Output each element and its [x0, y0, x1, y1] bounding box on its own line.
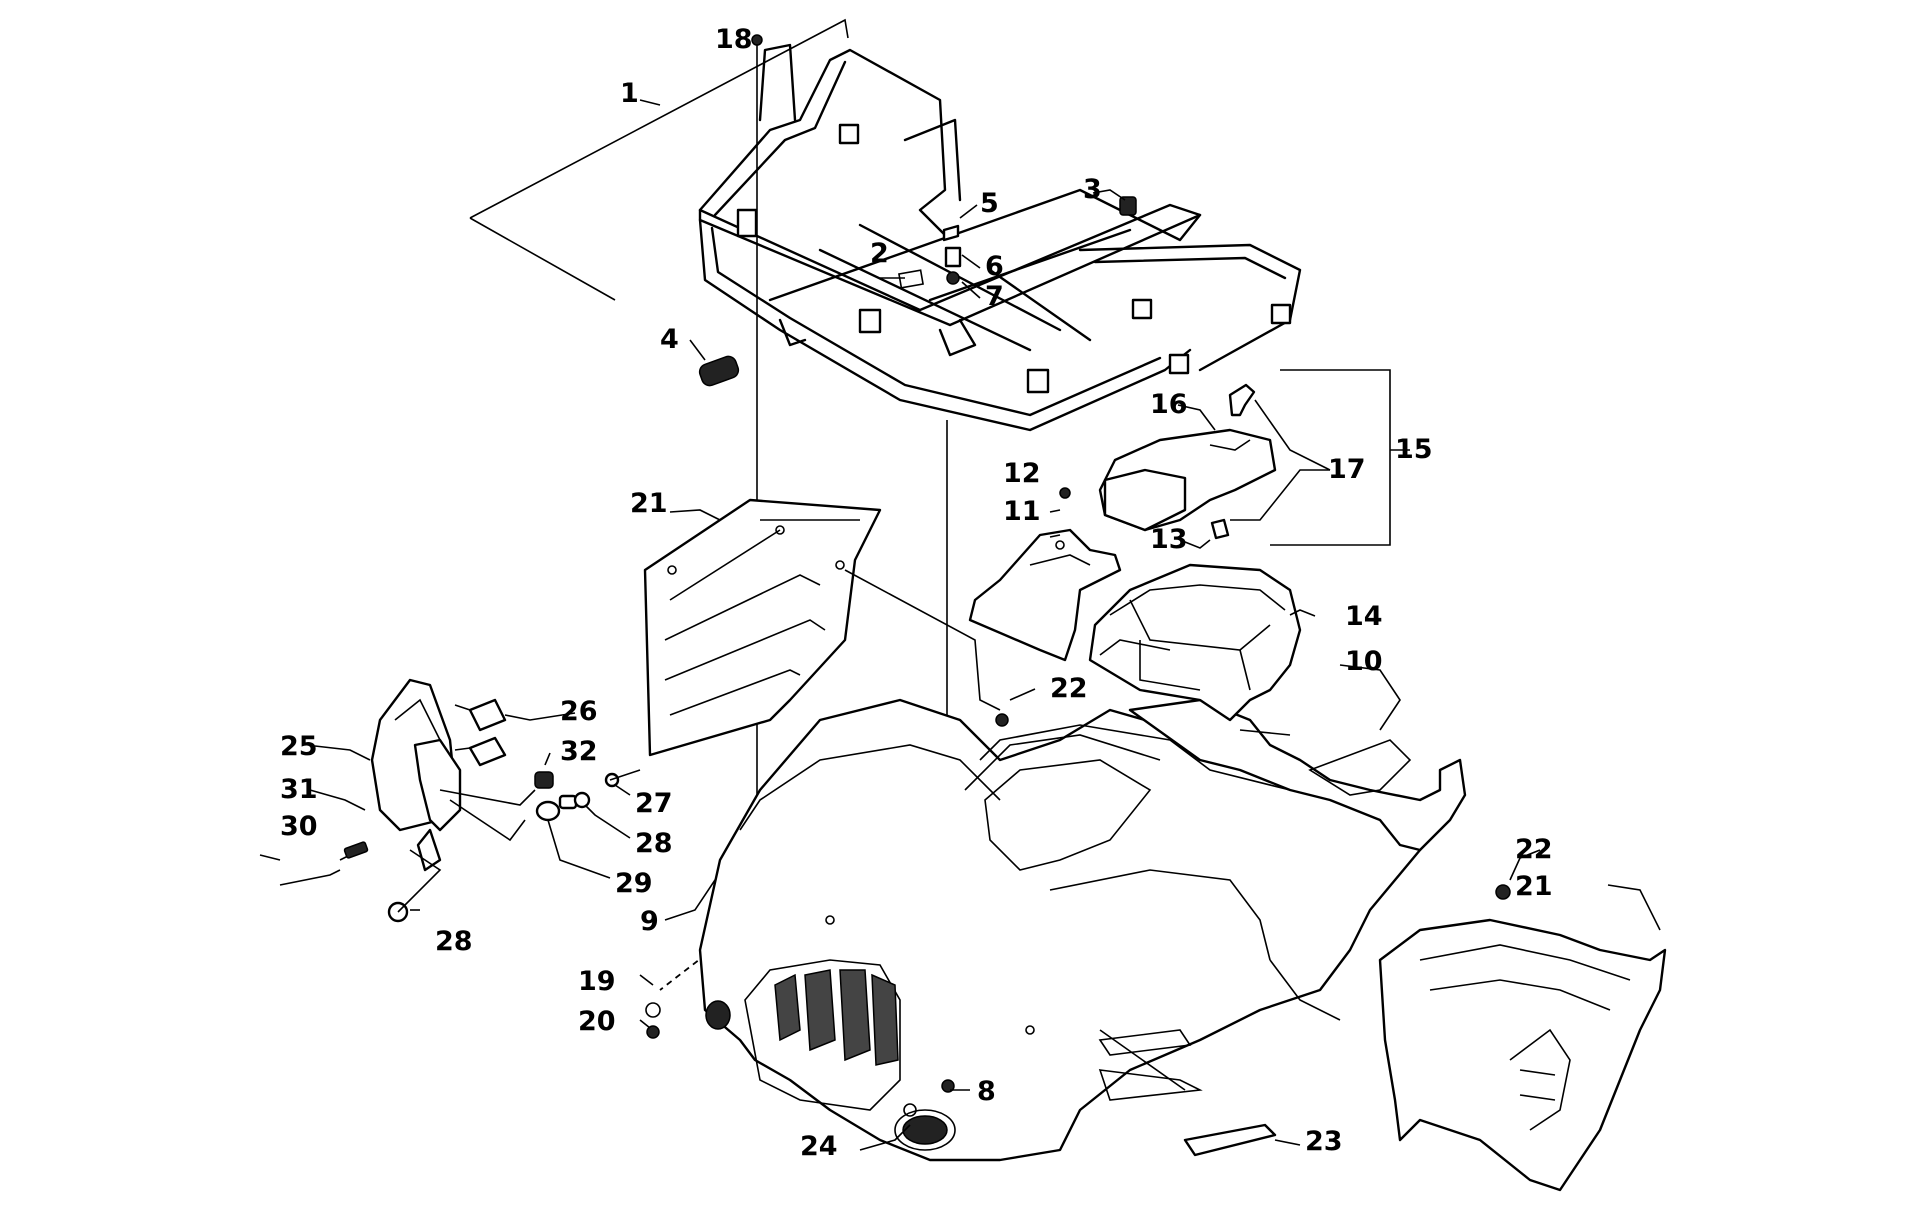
callout-2: 2: [870, 238, 889, 269]
side-panel-right: [1378, 918, 1667, 1192]
callout-16: 16: [1150, 389, 1188, 420]
callout-21-right: 21: [1515, 871, 1553, 902]
fasteners-misc: [645, 713, 1511, 1117]
callout-13: 13: [1150, 524, 1188, 555]
callout-25: 25: [280, 731, 318, 762]
callout-5: 5: [980, 188, 999, 219]
headlight-small-parts: [279, 769, 641, 923]
callout-14: 14: [1345, 601, 1383, 632]
callout-28-upper: 28: [635, 828, 673, 859]
callout-1-bracket: [469, 18, 849, 219]
callout-29: 29: [615, 868, 653, 899]
callout-3: 3: [1083, 174, 1102, 205]
callout-4: 4: [660, 324, 679, 355]
callout-1-bracket-lower: [469, 217, 616, 301]
callout-32: 32: [560, 736, 598, 767]
callout-22-left: 22: [1050, 673, 1088, 704]
callout-30: 30: [280, 811, 318, 842]
callout-31: 31: [280, 774, 318, 805]
callout-24: 24: [800, 1131, 838, 1162]
callout-18: 18: [715, 24, 753, 55]
callout-12: 12: [1003, 458, 1041, 489]
front-rack: [698, 43, 1302, 432]
storage-box: [1088, 563, 1302, 722]
leader-lines: [259, 99, 1661, 1151]
callout-15: 15: [1395, 434, 1433, 465]
rack-small-parts: [698, 34, 1137, 499]
callout-6: 6: [985, 251, 1004, 282]
callout-17: 17: [1328, 454, 1366, 485]
callout-9: 9: [640, 906, 659, 937]
callout-22-right: 22: [1515, 834, 1553, 865]
callout-7: 7: [985, 281, 1004, 312]
callout-15-bracket: [1270, 369, 1391, 546]
callout-21-left: 21: [630, 488, 668, 519]
callout-10: 10: [1345, 646, 1383, 677]
front-body: [698, 698, 1422, 1162]
console-cover: [968, 528, 1122, 662]
callout-11: 11: [1003, 496, 1041, 527]
storage-lid: [1098, 383, 1277, 540]
callout-19: 19: [578, 966, 616, 997]
decal: [1098, 1029, 1277, 1157]
callout-27: 27: [635, 788, 673, 819]
callout-26: 26: [560, 696, 598, 727]
panel-attach-line: [844, 569, 1001, 711]
callout-28-lower: 28: [435, 926, 473, 957]
callout-labels: 18 1 3 5 2 6 7 4 16 15 17 12 11 21 13 14…: [280, 24, 1553, 1162]
side-panel-left: [643, 498, 882, 757]
callout-20: 20: [578, 1006, 616, 1037]
upper-shroud: [1128, 698, 1467, 852]
callout-1: 1: [620, 78, 639, 109]
headlight-assembly: [370, 678, 507, 872]
callout-23: 23: [1305, 1126, 1343, 1157]
callout-8: 8: [977, 1076, 996, 1107]
